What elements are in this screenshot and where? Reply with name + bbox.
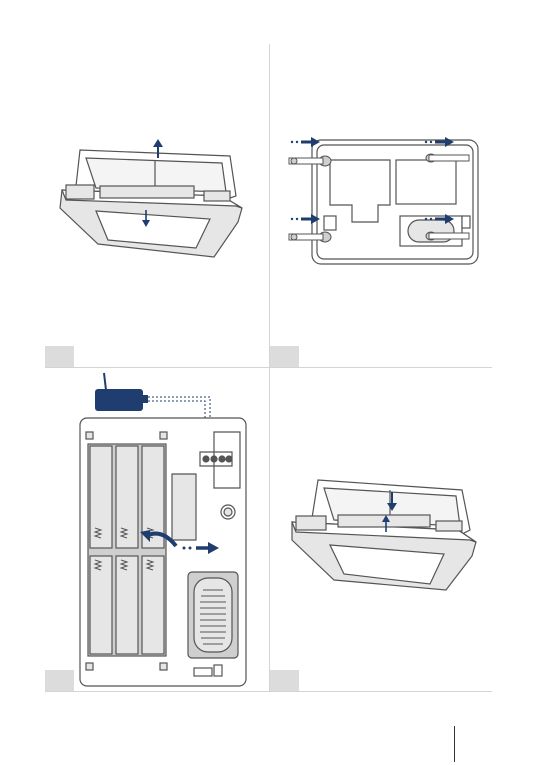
page-divider-rule — [454, 726, 455, 762]
device-front-housing — [292, 515, 476, 590]
